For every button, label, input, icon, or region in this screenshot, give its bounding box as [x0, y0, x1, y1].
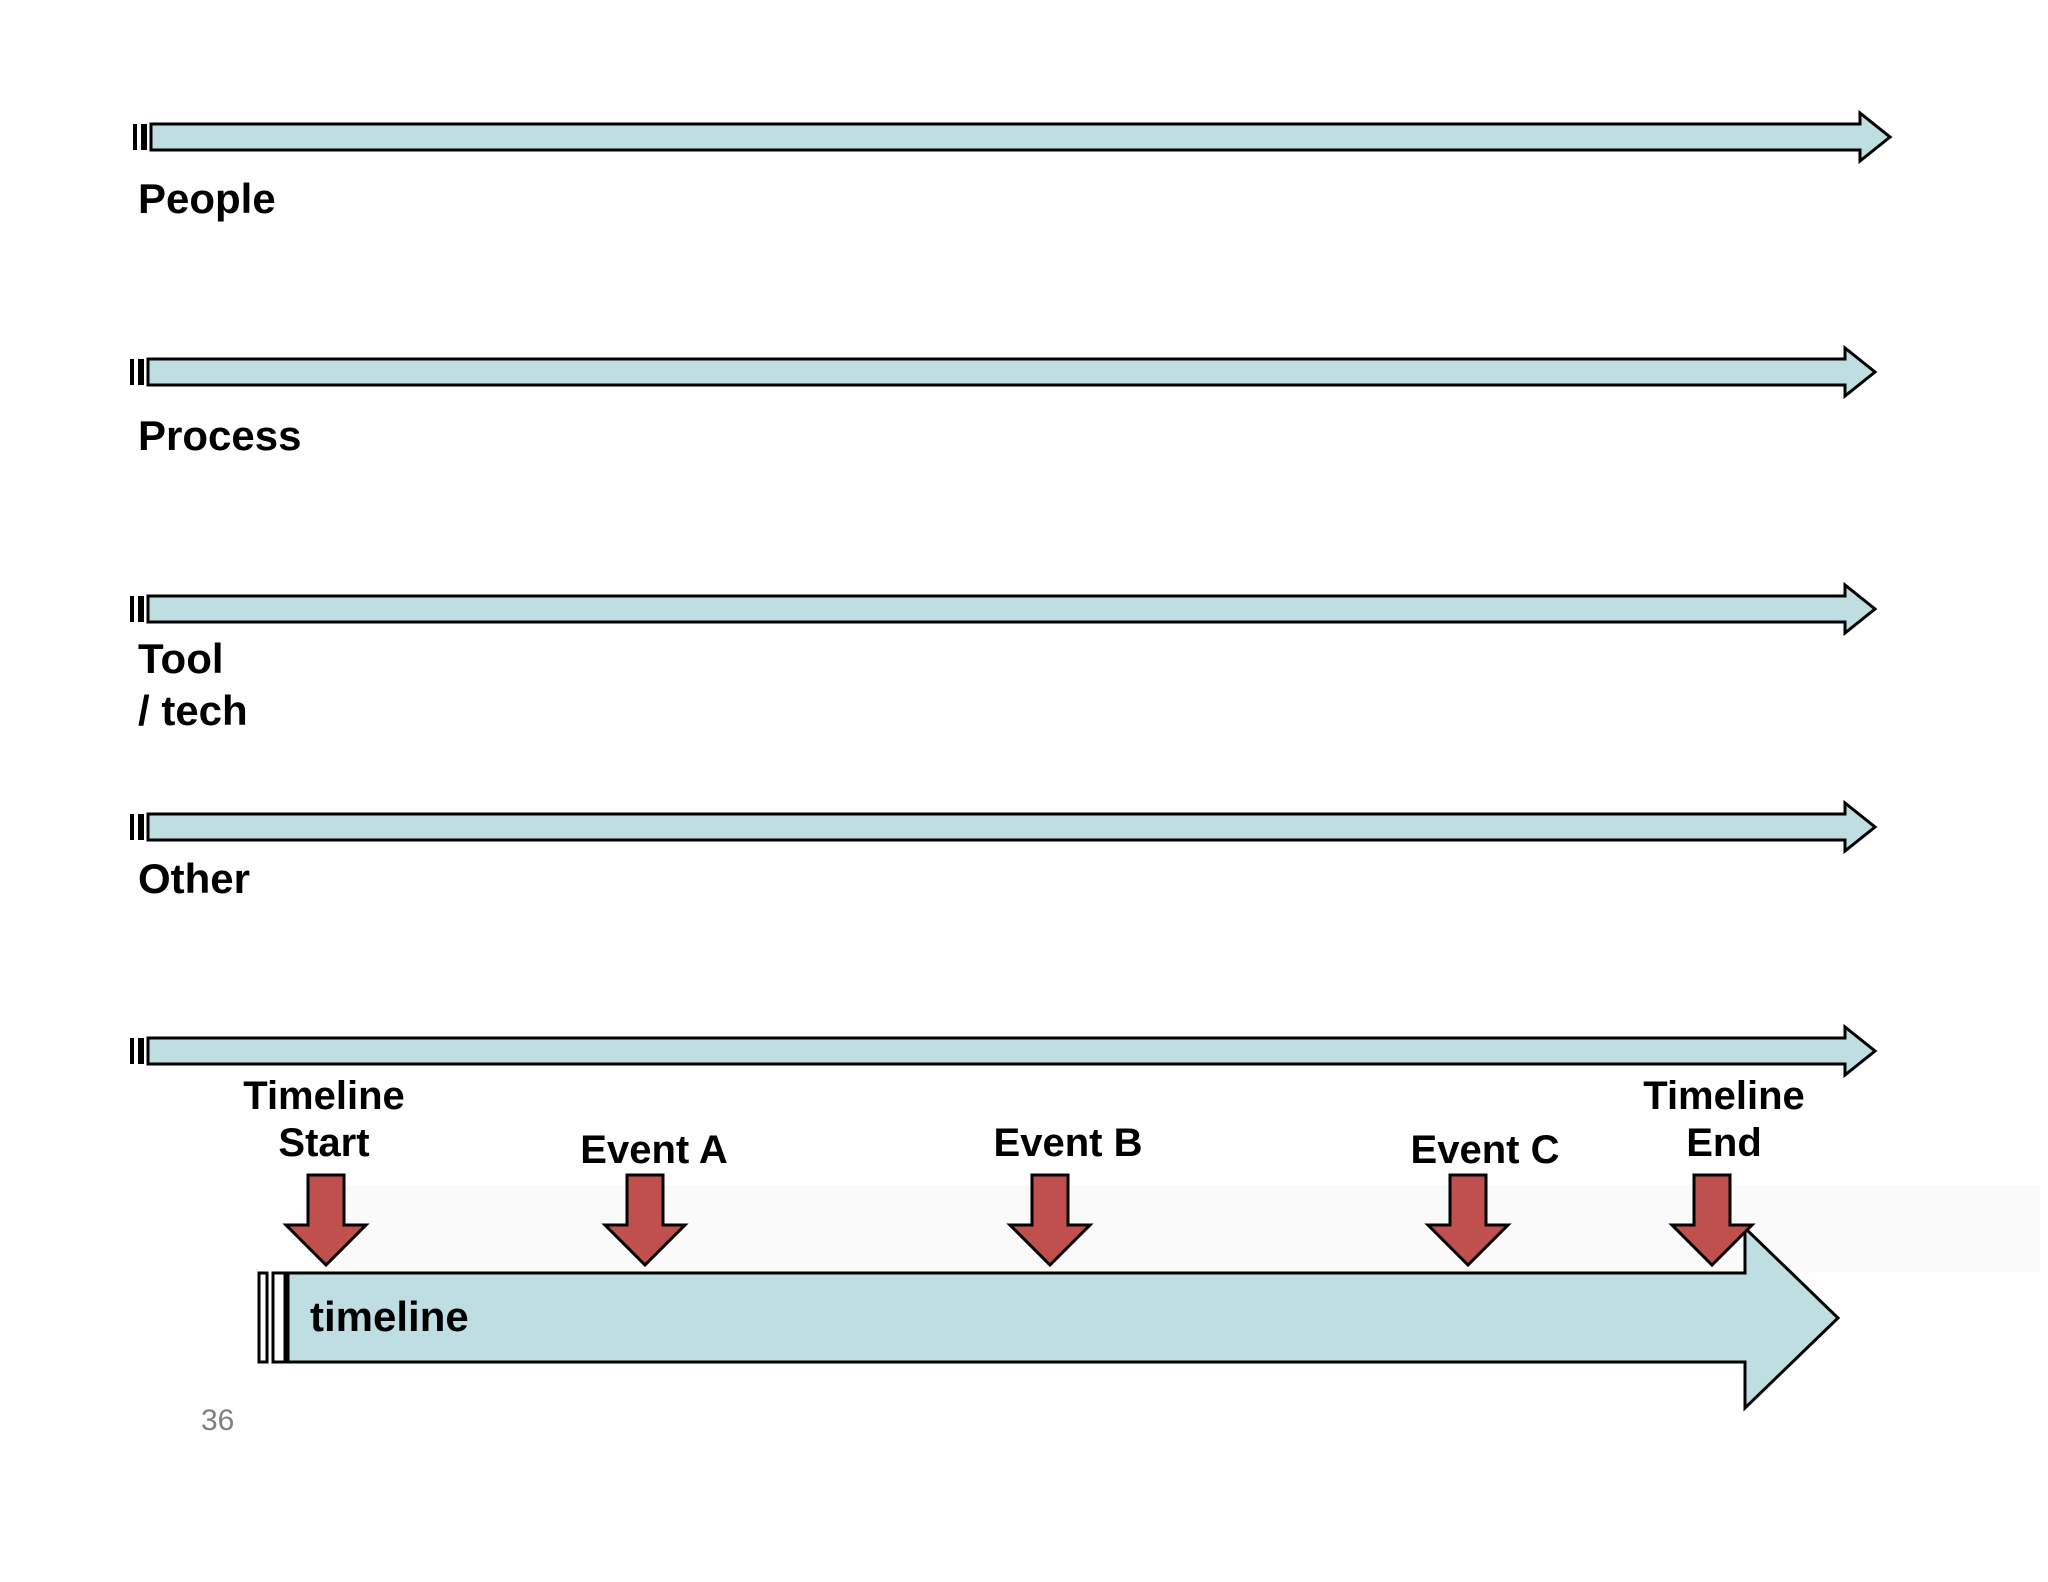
- swimlane-label-other: Other: [138, 855, 251, 902]
- marker-down-arrow-event-b: [1006, 1173, 1094, 1268]
- page-number: 36: [201, 1404, 235, 1437]
- marker-down-arrow-timeline-start: [282, 1173, 370, 1268]
- marker-label-timeline-end: Timeline End: [1643, 1074, 1805, 1166]
- timeline-bar-arrow: [257, 1224, 1841, 1412]
- timeline-bar-label: timeline: [310, 1293, 469, 1340]
- marker-label-event-b: Event B: [993, 1121, 1143, 1165]
- swimlane-label-process: Process: [138, 412, 302, 459]
- marker-down-arrow-timeline-end: [1668, 1173, 1756, 1268]
- swimlane-label-people: People: [138, 175, 276, 222]
- swimlane-arrow-people: [133, 109, 1893, 165]
- swimlane-label-tool-tech: Tool / tech: [138, 635, 248, 735]
- marker-label-event-a: Event A: [580, 1128, 728, 1172]
- marker-down-arrow-event-c: [1424, 1173, 1512, 1268]
- swimlane-arrow-other: [130, 799, 1878, 855]
- background-band: [340, 1185, 2040, 1272]
- marker-down-arrow-event-a: [601, 1173, 689, 1268]
- marker-label-event-c: Event C: [1410, 1128, 1560, 1172]
- swimlane-arrow-process: [130, 344, 1878, 400]
- swimlane-arrow-bottom: [130, 1023, 1878, 1079]
- swimlane-arrow-tool-tech: [130, 581, 1878, 637]
- marker-label-timeline-start: Timeline Start: [243, 1074, 405, 1166]
